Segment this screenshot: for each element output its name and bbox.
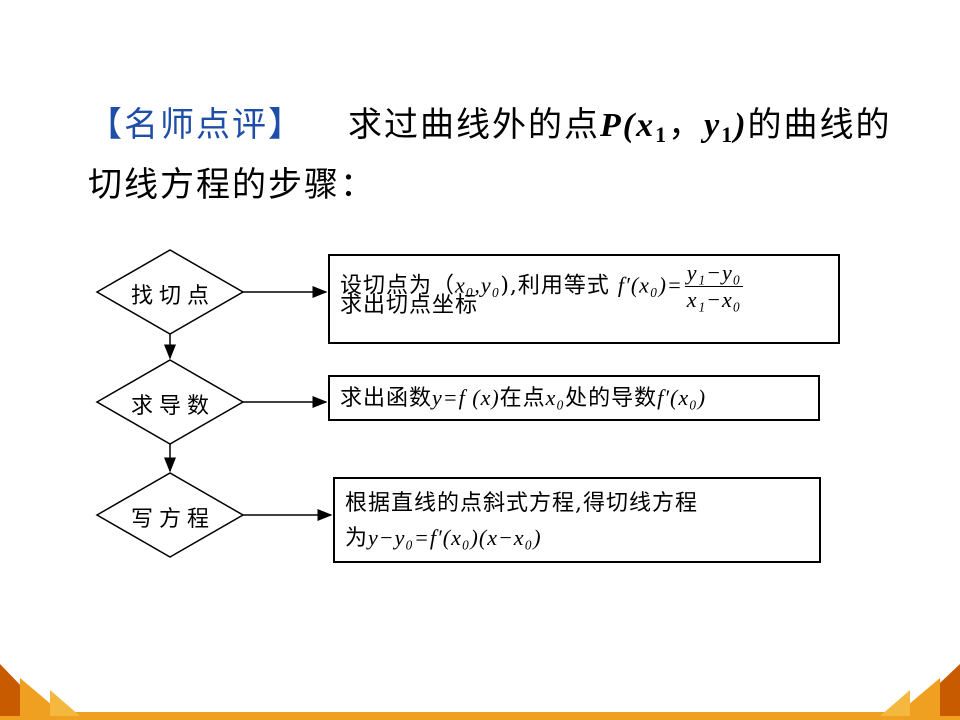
- point-label: P(x1，y1): [600, 107, 748, 147]
- diamond-label-3: 写方程: [130, 507, 215, 532]
- footer-decoration: [0, 664, 960, 720]
- formula-left: f′(x₀)=: [617, 272, 683, 298]
- step-box-2: 求出函数y=f (x)在点x₀处的导数f′(x₀): [328, 375, 820, 421]
- diamond-label-2: 求导数: [130, 394, 215, 419]
- step-3-line-1: 根据直线的点斜式方程,得切线方程: [345, 491, 698, 516]
- step-3-line-2: 为y−y₀=f′(x₀)(x−x₀): [345, 525, 542, 551]
- heading-text: 【名师点评】 求过曲线外的点P(x1，y1)的曲线的切线方程的步骤：: [88, 100, 908, 210]
- step-1-line-2: 求出切点坐标: [340, 293, 479, 318]
- step-box-3: 根据直线的点斜式方程,得切线方程 为y−y₀=f′(x₀)(x−x₀): [333, 477, 821, 563]
- diamond-label-1: 找切点: [130, 284, 215, 309]
- heading-tag: 【名师点评】: [88, 105, 304, 145]
- heading-text-after: 的曲线的切线方程的步骤：: [88, 105, 892, 205]
- heading-text-before: 求过曲线外的点: [348, 105, 600, 145]
